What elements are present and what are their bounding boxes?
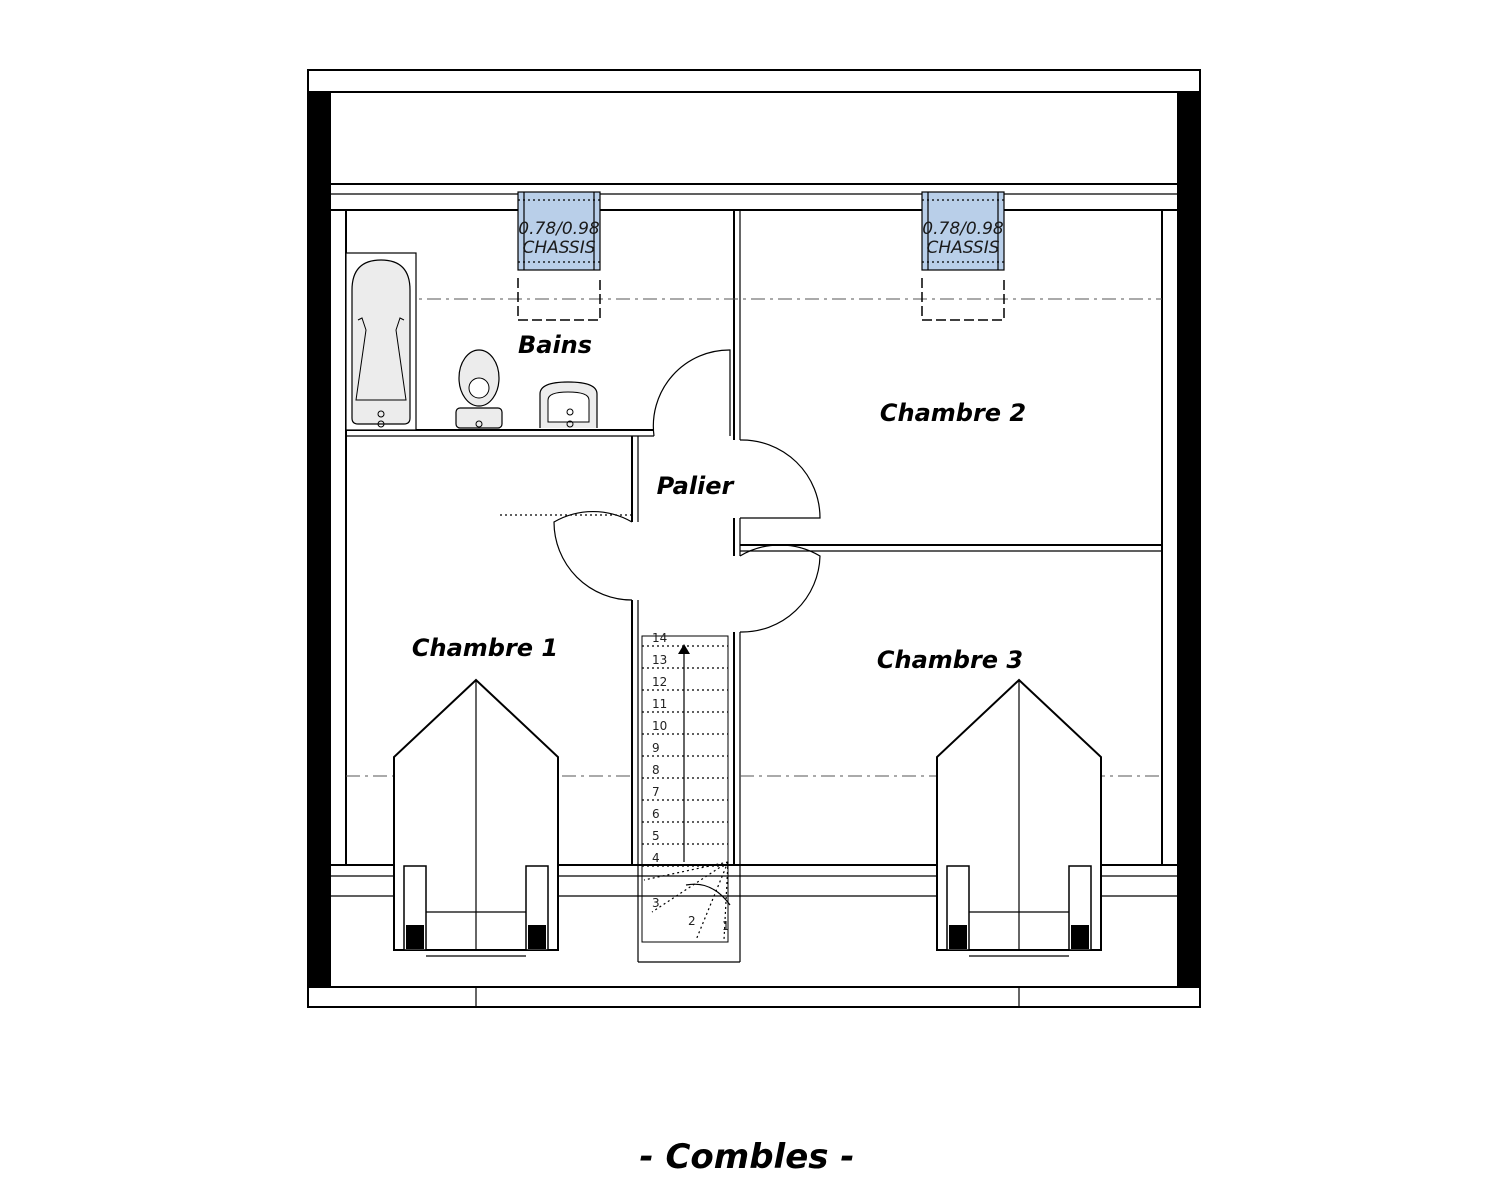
room-label-chambre-2: Chambre 2 (880, 399, 1026, 427)
roof-window-1: 0.78/0.98 CHASSIS (517, 191, 601, 321)
room-label-chambre-3: Chambre 3 (877, 646, 1023, 674)
toilet (455, 349, 503, 429)
stair-step-number: 2 (688, 914, 696, 928)
stair-step-number: 4 (652, 851, 660, 865)
stair-step-number: 13 (652, 653, 667, 667)
doors (553, 349, 821, 633)
window-2-type: CHASSIS (926, 238, 999, 258)
stair-treads (642, 645, 728, 867)
stair-step-number: 6 (652, 807, 660, 821)
left-wall-fill (308, 92, 331, 987)
stair-step-number: 12 (652, 675, 667, 689)
window-1-size: 0.78/0.98 (518, 219, 600, 239)
right-wall-fill (1177, 92, 1200, 987)
stair-step-number: 11 (652, 697, 667, 711)
room-label-chambre-1: Chambre 1 (412, 634, 558, 662)
stair-arrow-icon (678, 644, 690, 654)
plan-title: - Combles - (640, 1137, 855, 1177)
stair-step-number: 10 (652, 719, 667, 733)
room-label-palier: Palier (657, 472, 736, 500)
washbasin (539, 381, 598, 428)
stair-step-number: 1 (722, 919, 730, 933)
dormer-left (393, 678, 559, 957)
door-chambre-3 (739, 544, 821, 633)
door-chambre-1 (553, 510, 633, 601)
door-chambre-2 (739, 439, 821, 519)
door-bains (652, 349, 731, 437)
stair-step-number: 9 (652, 741, 660, 755)
stair-step-number: 3 (652, 896, 660, 910)
room-label-bains: Bains (518, 331, 592, 359)
stair-step-number: 8 (652, 763, 660, 777)
roof-window-2: 0.78/0.98 CHASSIS (921, 191, 1005, 321)
stair-step-number: 14 (652, 631, 667, 645)
window-1-type: CHASSIS (522, 238, 595, 258)
window-2-size: 0.78/0.98 (922, 219, 1004, 239)
dormer-right (936, 678, 1102, 957)
bathtub (345, 252, 417, 431)
stair-step-number: 7 (652, 785, 660, 799)
stair-step-number: 5 (652, 829, 660, 843)
